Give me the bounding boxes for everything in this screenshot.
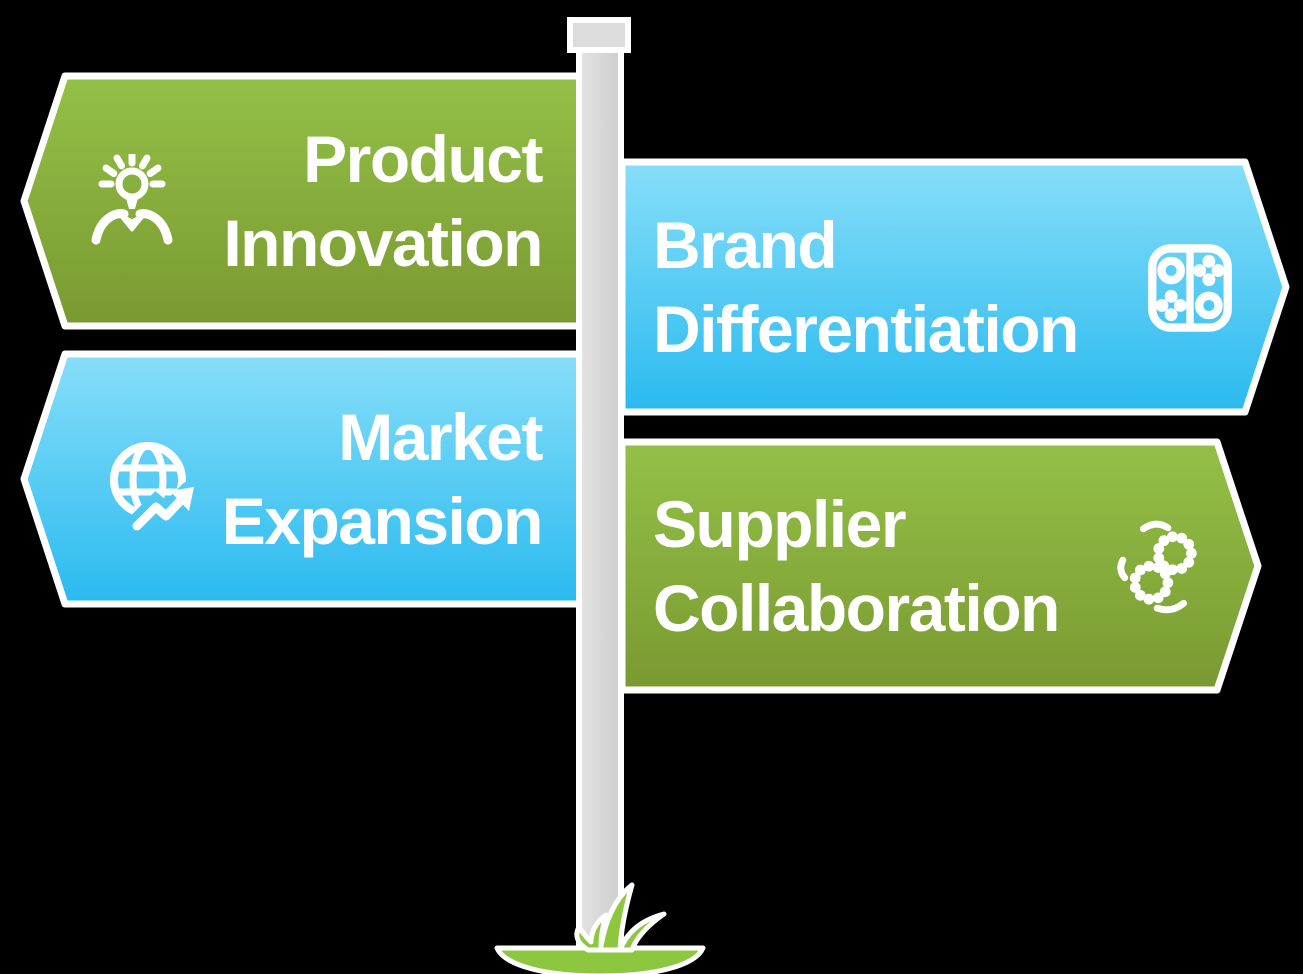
grass-tuft-icon <box>574 882 667 953</box>
collaboration-gears-icon <box>1117 520 1197 614</box>
globe-growth-icon <box>110 442 194 531</box>
grass-base <box>494 945 706 974</box>
sign-label-line: Supplier <box>653 487 907 561</box>
innovation-person-icon <box>91 154 173 245</box>
sign-label-line: Differentiation <box>653 292 1079 366</box>
sign-label: Supplier Collaboration <box>653 482 1060 650</box>
sign-label: Market Expansion <box>221 395 544 563</box>
sign-label-line: Collaboration <box>653 571 1060 645</box>
differentiation-tiles-icon <box>1148 244 1232 332</box>
sign-label-line: Innovation <box>223 206 543 280</box>
sign-brand-differentiation: Brand Differentiation <box>618 158 1290 416</box>
sign-supplier-collaboration: Supplier Collaboration <box>618 438 1262 694</box>
sign-label: Brand Differentiation <box>653 203 1079 371</box>
sign-arrow-left-shape <box>20 72 586 330</box>
sign-label: Product Innovation <box>223 117 543 285</box>
signpost-pole-cap <box>567 17 631 53</box>
signpost-pole <box>576 38 624 946</box>
sign-label-line: Brand <box>653 208 838 282</box>
sign-label-line: Expansion <box>221 484 544 558</box>
sign-market-expansion: Market Expansion <box>20 350 586 608</box>
sign-label-line: Product <box>303 122 543 196</box>
sign-label-line: Market <box>338 400 543 474</box>
sign-arrow-left-shape <box>20 350 586 608</box>
sign-product-innovation: Product Innovation <box>20 72 586 330</box>
